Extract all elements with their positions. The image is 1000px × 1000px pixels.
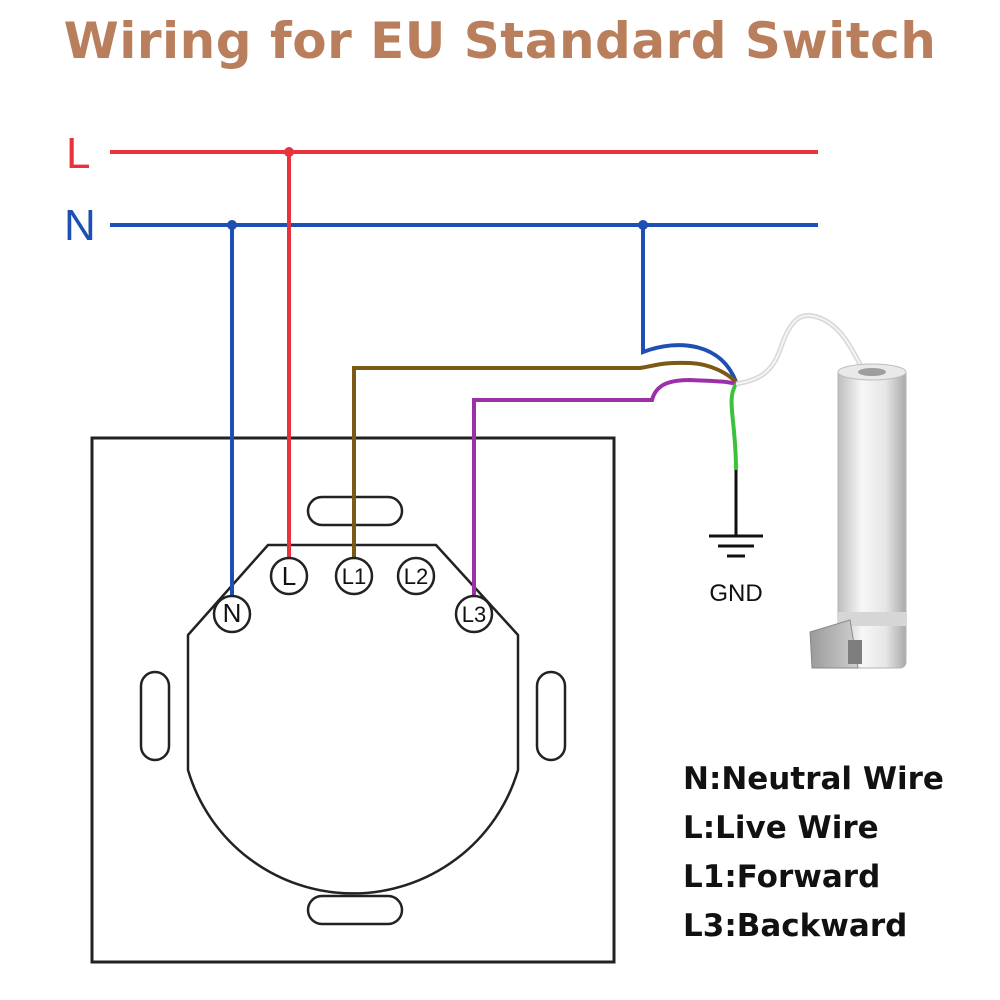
motor-cable-outline — [735, 314, 863, 385]
terminal-l1-label: L1 — [342, 564, 366, 589]
screw-slot-top — [306, 495, 404, 527]
live-line-label: L — [66, 129, 90, 178]
terminal-n: N — [212, 594, 252, 634]
diagram-title: Wiring for EU Standard Switch — [63, 12, 937, 70]
terminal-l3: L3 — [454, 594, 494, 634]
backward-wire — [472, 377, 737, 598]
neutral-line-label: N — [64, 201, 96, 250]
legend: N:Neutral Wire L:Live Wire L1:Forward L3… — [683, 755, 944, 951]
live-junction — [284, 147, 294, 157]
legend-item-neutral: N:Neutral Wire — [683, 761, 944, 797]
legend-item-forward: L1:Forward — [683, 859, 881, 895]
terminal-l1: L1 — [334, 556, 374, 596]
tubular-motor-image — [809, 363, 907, 669]
terminal-l-label: L — [282, 561, 296, 591]
ground-label: GND — [709, 580, 762, 607]
screw-slot-left — [139, 670, 171, 762]
ground-wire-green — [729, 382, 738, 471]
forward-wire — [352, 360, 738, 560]
neutral-motor-wire — [641, 225, 738, 383]
switch-body — [186, 543, 520, 895]
terminal-l2-label: L2 — [404, 564, 428, 589]
screw-slot-bottom — [306, 894, 404, 926]
terminal-n-label: N — [223, 598, 242, 628]
terminal-l3-label: L3 — [462, 602, 486, 627]
legend-item-live: L:Live Wire — [683, 810, 879, 846]
terminal-l2: L2 — [396, 556, 436, 596]
neutral-junction — [227, 220, 237, 230]
screw-slot-right — [535, 670, 567, 762]
legend-item-backward: L3:Backward — [683, 908, 908, 944]
terminal-l: L — [269, 556, 309, 596]
